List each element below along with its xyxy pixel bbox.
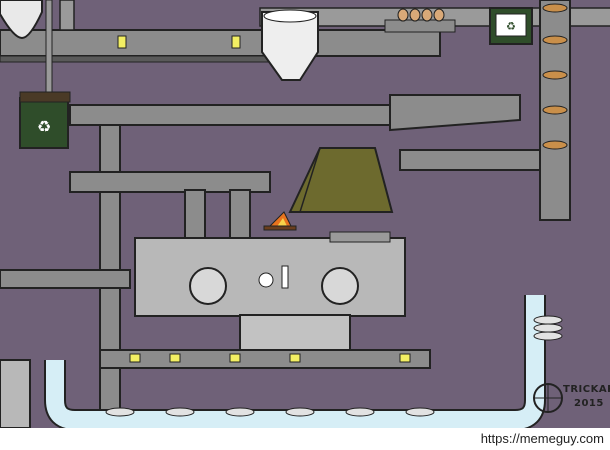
factory-illustration: ♻ ♻ [0, 0, 610, 428]
signature-year: 2015 [574, 398, 604, 409]
pancake-column [539, 0, 571, 221]
footer-bar: https://memeguy.com [0, 428, 610, 450]
watermark: https://memeguy.com [480, 431, 604, 446]
bottom-conveyor [99, 349, 431, 369]
main-machine [134, 189, 406, 351]
left-pipe [0, 359, 31, 428]
svg-text:♻: ♻ [506, 20, 516, 33]
tent [288, 147, 394, 213]
campfire [263, 211, 297, 231]
flour-hopper [261, 9, 319, 81]
factory-artwork: ♻ ♻ [0, 0, 610, 428]
flour-silo [0, 0, 53, 101]
lower-conveyor [0, 149, 541, 289]
fan [533, 383, 563, 413]
recycle-bin-left: ♻ [19, 91, 71, 149]
plate-stack [533, 315, 563, 341]
recycle-bin-top: ♻ [489, 7, 533, 45]
water-pipe [44, 295, 546, 428]
signature-name: TRICKARTT [563, 384, 610, 395]
svg-text:♻: ♻ [37, 117, 51, 136]
egg-tray [384, 8, 456, 33]
